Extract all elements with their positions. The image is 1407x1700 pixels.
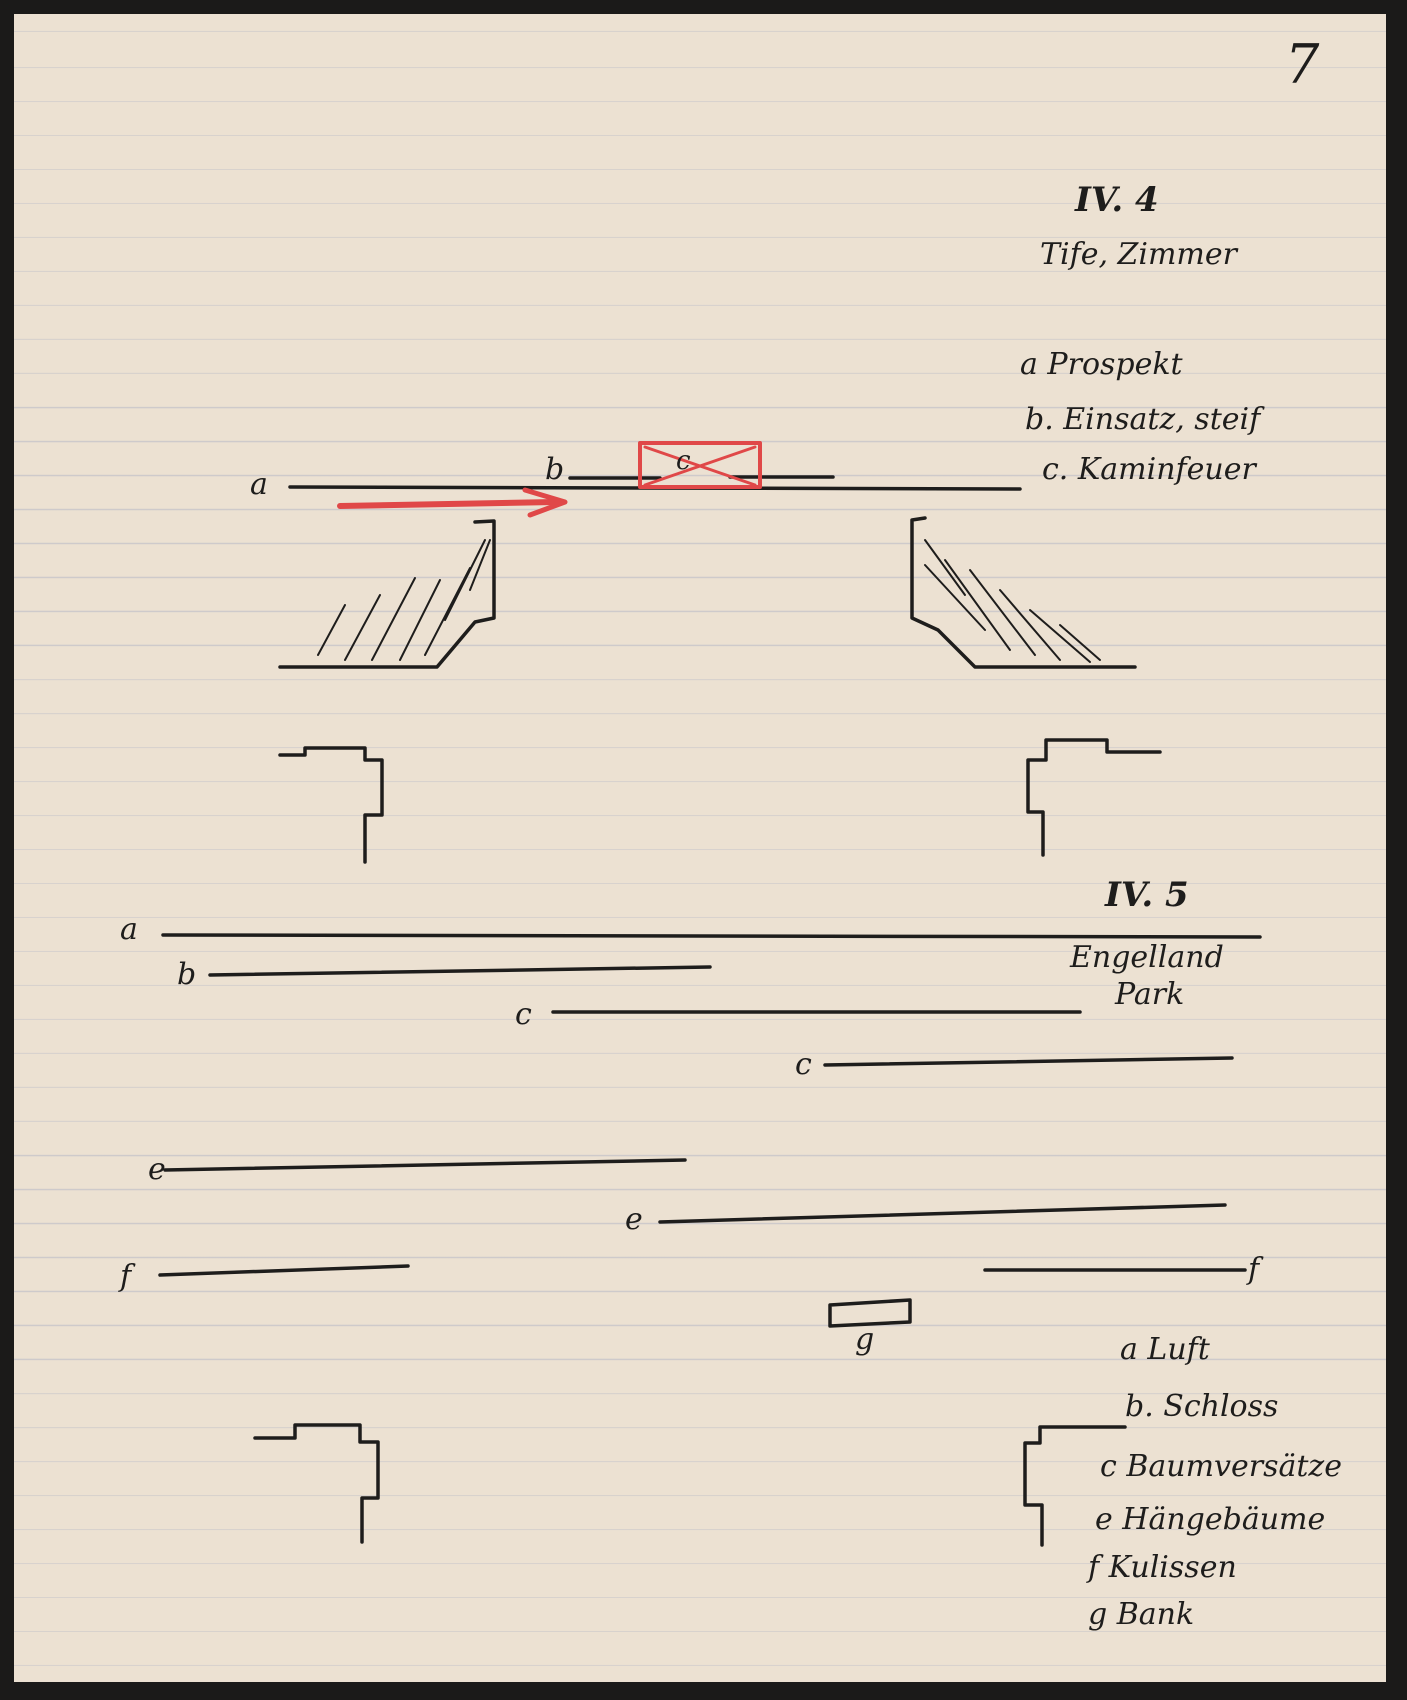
iv5-label-g: g (855, 1322, 875, 1357)
iv5-legend-e: e Hängebäume (1095, 1502, 1326, 1537)
iv5-legend-c: c Baumversätze (1100, 1449, 1342, 1484)
iv4-legend-c: c. Kaminfeuer (1042, 452, 1256, 487)
page-number: 7 (1285, 33, 1320, 96)
iv5-legend-a: a Luft (1120, 1332, 1210, 1367)
iv5-label-f1: f (120, 1259, 132, 1294)
iv5-label-c2: c (795, 1047, 812, 1082)
iv4-label-a: a (250, 467, 268, 502)
iv4-heading: IV. 4 (1075, 180, 1159, 220)
iv4-subtitle: Tife, Zimmer (1040, 237, 1237, 272)
iv5-subtitle-line2: Park (1115, 977, 1185, 1012)
iv5-legend-b: b. Schloss (1125, 1389, 1279, 1424)
iv5-label-b: b (177, 957, 197, 992)
iv4-legend-b: b. Einsatz, steif (1025, 402, 1261, 437)
iv5-label-e1: e (148, 1152, 166, 1187)
iv5-label-a: a (120, 912, 138, 947)
iv5-label-e2: e (625, 1202, 643, 1237)
iv5-legend-f: f Kulissen (1088, 1550, 1237, 1585)
iv4-label-b: b (545, 452, 565, 487)
iv5-label-f2: f (1248, 1252, 1260, 1287)
iv4-legend-a: a Prospekt (1020, 347, 1183, 382)
iv5-subtitle-line1: Engelland (1070, 940, 1224, 975)
iv5-label-c1: c (515, 997, 532, 1032)
iv4-label-c: c (676, 446, 691, 476)
iv5-legend-g: g Bank (1088, 1597, 1195, 1632)
iv5-heading: IV. 5 (1105, 875, 1189, 915)
